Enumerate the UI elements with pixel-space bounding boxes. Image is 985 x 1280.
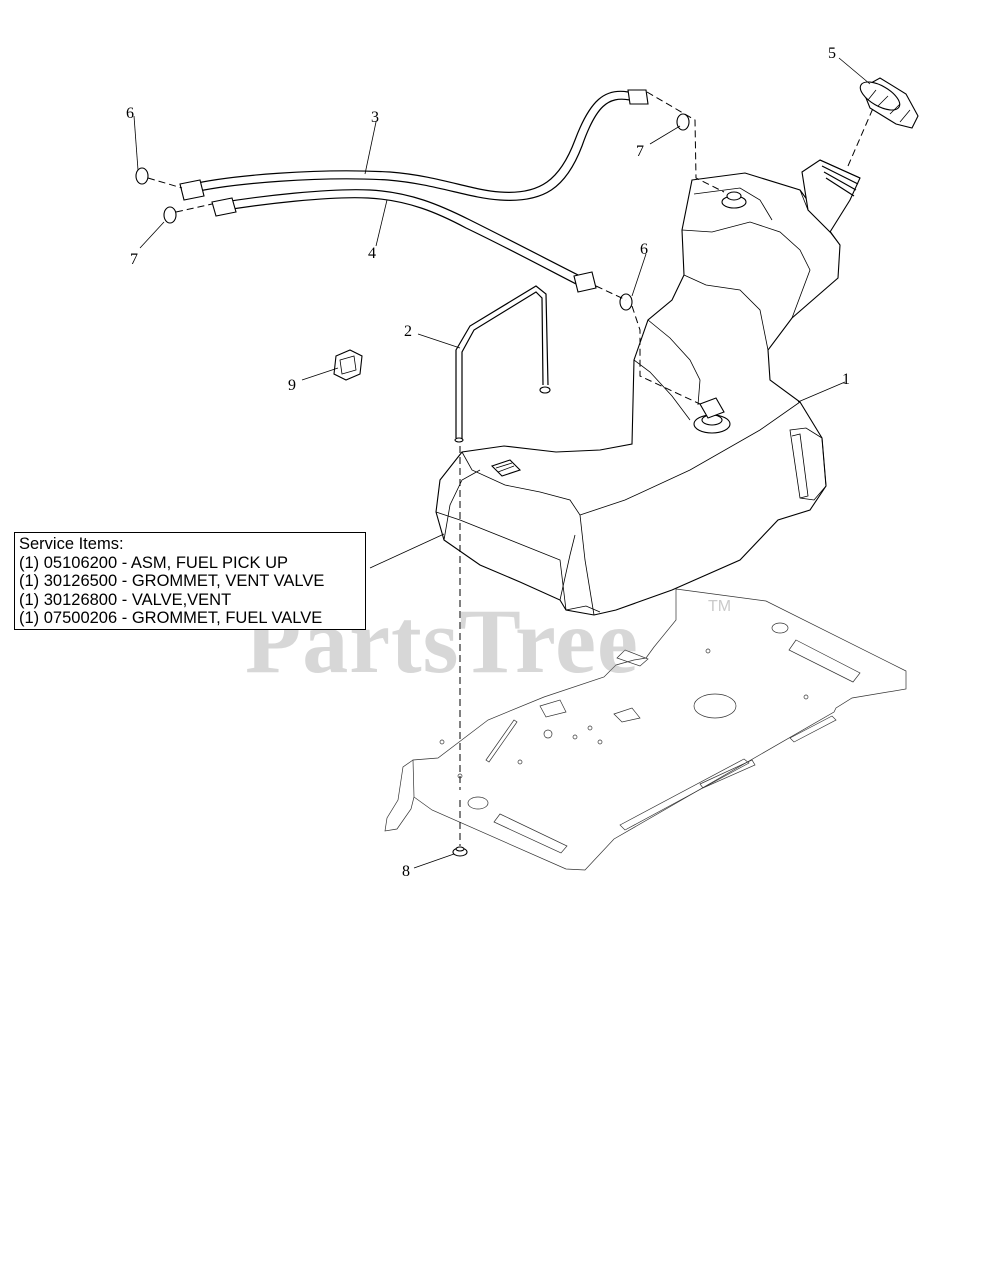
bushing-8 — [452, 846, 468, 857]
callout-6: 6 — [126, 105, 134, 122]
fuel-cap — [859, 77, 919, 129]
callout-9: 9 — [288, 377, 296, 394]
service-item: (1) 05106200 - ASM, FUEL PICK UP — [19, 553, 289, 572]
callout-7: 7 — [636, 143, 644, 160]
watermark-tm: TM — [708, 598, 732, 615]
callout-8: 8 — [402, 863, 410, 880]
fuel-hoses — [179, 89, 649, 293]
pick-up-tube — [454, 285, 551, 443]
callout-7: 7 — [130, 251, 138, 268]
leader-lines — [133, 57, 871, 869]
filler-neck-threads — [819, 159, 861, 197]
callout-4: 4 — [368, 245, 376, 262]
callout-5: 5 — [828, 45, 836, 62]
grommet-9 — [333, 349, 363, 381]
service-item: (1) 07500206 - GROMMET, FUEL VALVE — [19, 609, 323, 627]
callout-6: 6 — [640, 241, 648, 258]
assembly-lines — [147, 91, 875, 846]
callout-2: 2 — [404, 323, 412, 340]
service-items-box: Service Items: (1) 05106200 - ASM, FUEL … — [14, 532, 366, 630]
callout-3: 3 — [371, 109, 379, 126]
service-item: (1) 30126500 - GROMMET, VENT VALVE — [19, 572, 325, 590]
callout-1: 1 — [842, 371, 850, 388]
service-item: (1) 30126800 - VALVE,VENT — [19, 590, 232, 609]
hose-clamps — [135, 113, 690, 311]
service-items-heading: Service Items: — [19, 535, 124, 553]
frame-plate — [384, 588, 907, 871]
fuel-tank — [435, 159, 861, 616]
